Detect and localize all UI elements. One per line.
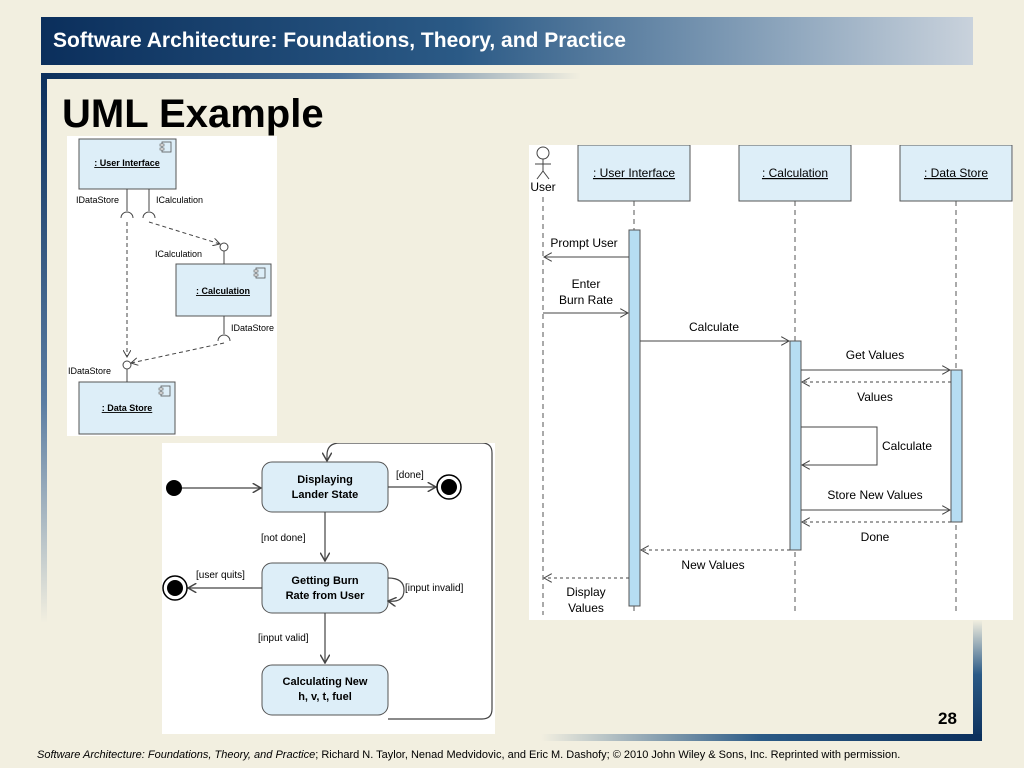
component-calculation: [175, 263, 272, 317]
sequence-diagram: User : User Interface : Calculation : Da…: [529, 145, 1013, 620]
component-data-store-label: : Data Store: [102, 403, 153, 413]
guard-user-quits: [user quits]: [196, 570, 245, 581]
msg-display-line2: Values: [568, 601, 604, 615]
state-getting-burn-rate: [261, 562, 389, 614]
msg-new-values: New Values: [681, 558, 744, 572]
msg-calculate: Calculate: [689, 320, 739, 334]
component-icon: [159, 141, 172, 153]
header-title: Software Architecture: Foundations, Theo…: [53, 29, 626, 52]
right-rule: [973, 620, 982, 741]
actor-user-label: User: [530, 180, 555, 194]
state-diagram: Displaying Lander State [done] [not done…: [162, 443, 495, 734]
calc-idatastore-label: IDataStore: [231, 323, 274, 333]
left-rule: [41, 73, 47, 623]
guard-not-done: [not done]: [261, 533, 306, 544]
footer-citation: Software Architecture: Foundations, Theo…: [37, 749, 900, 761]
guard-input-valid: [input valid]: [258, 633, 309, 644]
lifeline-calculation-label: : Calculation: [762, 166, 828, 180]
msg-display-line1: Display: [566, 585, 605, 599]
msg-enter-line1: Enter: [572, 277, 601, 291]
component-icon: [253, 267, 266, 279]
lifeline-data-store: [899, 145, 1013, 202]
slide-title: UML Example: [62, 92, 324, 136]
user-actor-icon: [535, 146, 551, 180]
msg-values: Values: [857, 390, 893, 404]
state-getting-line2: Rate from User: [286, 590, 366, 602]
component-calculation-label: : Calculation: [196, 286, 250, 296]
msg-done: Done: [861, 530, 890, 544]
state-calculating-new: [261, 664, 389, 716]
footer-credit: ; Richard N. Taylor, Nenad Medvidovic, a…: [315, 749, 901, 761]
component-icon: [158, 385, 171, 397]
state-calculating-line2: h, v, t, fuel: [298, 691, 352, 703]
calc-icalculation-label: ICalculation: [155, 249, 202, 259]
state-calculating-line1: Calculating New: [283, 676, 368, 688]
state-displaying-line1: Displaying: [297, 474, 353, 486]
state-getting-line1: Getting Burn: [291, 575, 358, 587]
page-number: 28: [938, 709, 957, 728]
top-rule: [41, 73, 581, 79]
final-state-done: [436, 474, 462, 500]
component-diagram: : User Interface : Calculation : Data St…: [67, 136, 277, 436]
lifeline-user-interface-label: : User Interface: [593, 166, 675, 180]
component-user-interface-label: : User Interface: [94, 158, 160, 168]
header-bar: Software Architecture: Foundations, Theo…: [41, 17, 973, 65]
ui-idatastore-label: IDataStore: [76, 195, 119, 205]
activation-data-store: [950, 369, 963, 523]
state-displaying-lander-state: [261, 461, 389, 513]
guard-input-invalid: [input invalid]: [405, 583, 464, 594]
final-state-quit: [162, 575, 188, 601]
msg-prompt-user: Prompt User: [550, 236, 617, 250]
component-user-interface: [78, 138, 177, 190]
msg-enter-line2: Burn Rate: [559, 293, 613, 307]
bottom-rule: [541, 734, 982, 741]
footer-book-title: Software Architecture: Foundations, Theo…: [37, 749, 316, 761]
state-displaying-line2: Lander State: [292, 489, 359, 501]
lifeline-calculation: [738, 145, 852, 202]
lifeline-user-interface: [577, 145, 691, 202]
guard-done: [done]: [396, 470, 424, 481]
ui-icalculation-label: ICalculation: [156, 195, 203, 205]
lifeline-data-store-label: : Data Store: [924, 166, 988, 180]
store-idatastore-label: IDataStore: [68, 366, 111, 376]
initial-state: [166, 480, 182, 496]
activation-calculation: [789, 340, 802, 551]
activation-user-interface: [628, 229, 641, 607]
msg-get-values: Get Values: [846, 348, 904, 362]
msg-store-new-values: Store New Values: [827, 488, 922, 502]
msg-self-calculate: Calculate: [882, 439, 932, 453]
